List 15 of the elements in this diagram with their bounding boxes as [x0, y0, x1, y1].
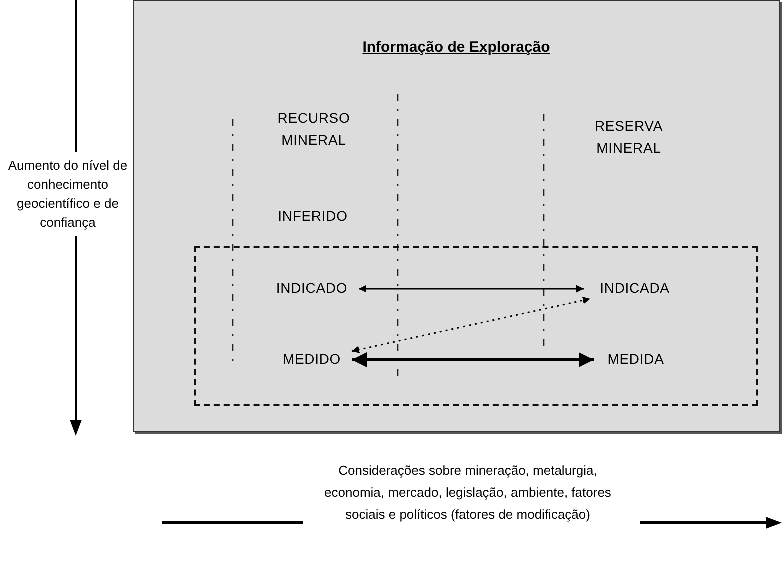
side-note: Aumento do nível de conhecimento geocientífico e de confiança	[8, 152, 128, 236]
bottom-note: Considerações sobre mineração, metalurgia, economia, mercado, legislação, ambiente, fatores sociais e políticos (fatores de modificação)	[324, 462, 612, 524]
double-arrow	[359, 285, 584, 293]
panel-title: Informação de Exploração	[362, 38, 552, 58]
dashed-frame	[194, 246, 758, 406]
double-arrow	[352, 296, 591, 354]
category-label: RECURSO MINERAL	[264, 107, 364, 151]
category-label: INFERIDO	[258, 205, 368, 227]
category-label: INDICADA	[583, 278, 687, 298]
category-label: MEDIDO	[273, 349, 351, 369]
category-label: MEDIDA	[593, 349, 679, 369]
exploration-panel	[133, 0, 780, 432]
category-label: RESERVA MINERAL	[574, 115, 684, 159]
double-arrow	[352, 352, 594, 368]
category-label: INDICADO	[266, 278, 358, 298]
